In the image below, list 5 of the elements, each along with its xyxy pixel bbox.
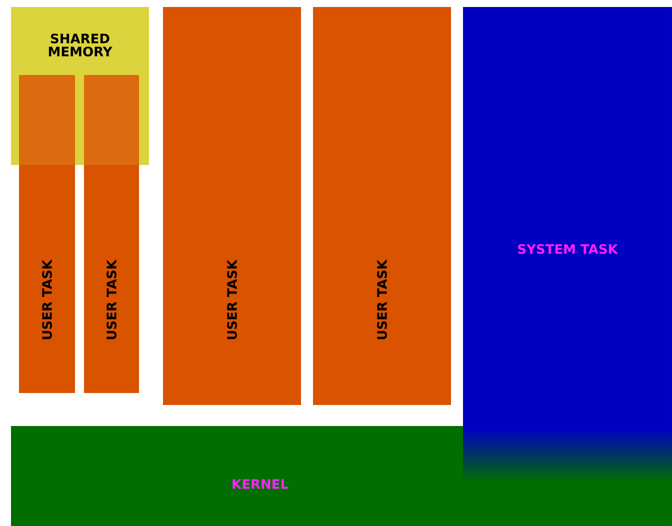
user-task-box: USER TASK	[313, 6, 451, 405]
user-task-box: USER TASK	[84, 75, 139, 393]
user-task-box: USER TASK	[19, 75, 75, 393]
system-task-box: SYSTEM TASK	[463, 6, 672, 482]
user-task-box: USER TASK	[163, 6, 301, 405]
